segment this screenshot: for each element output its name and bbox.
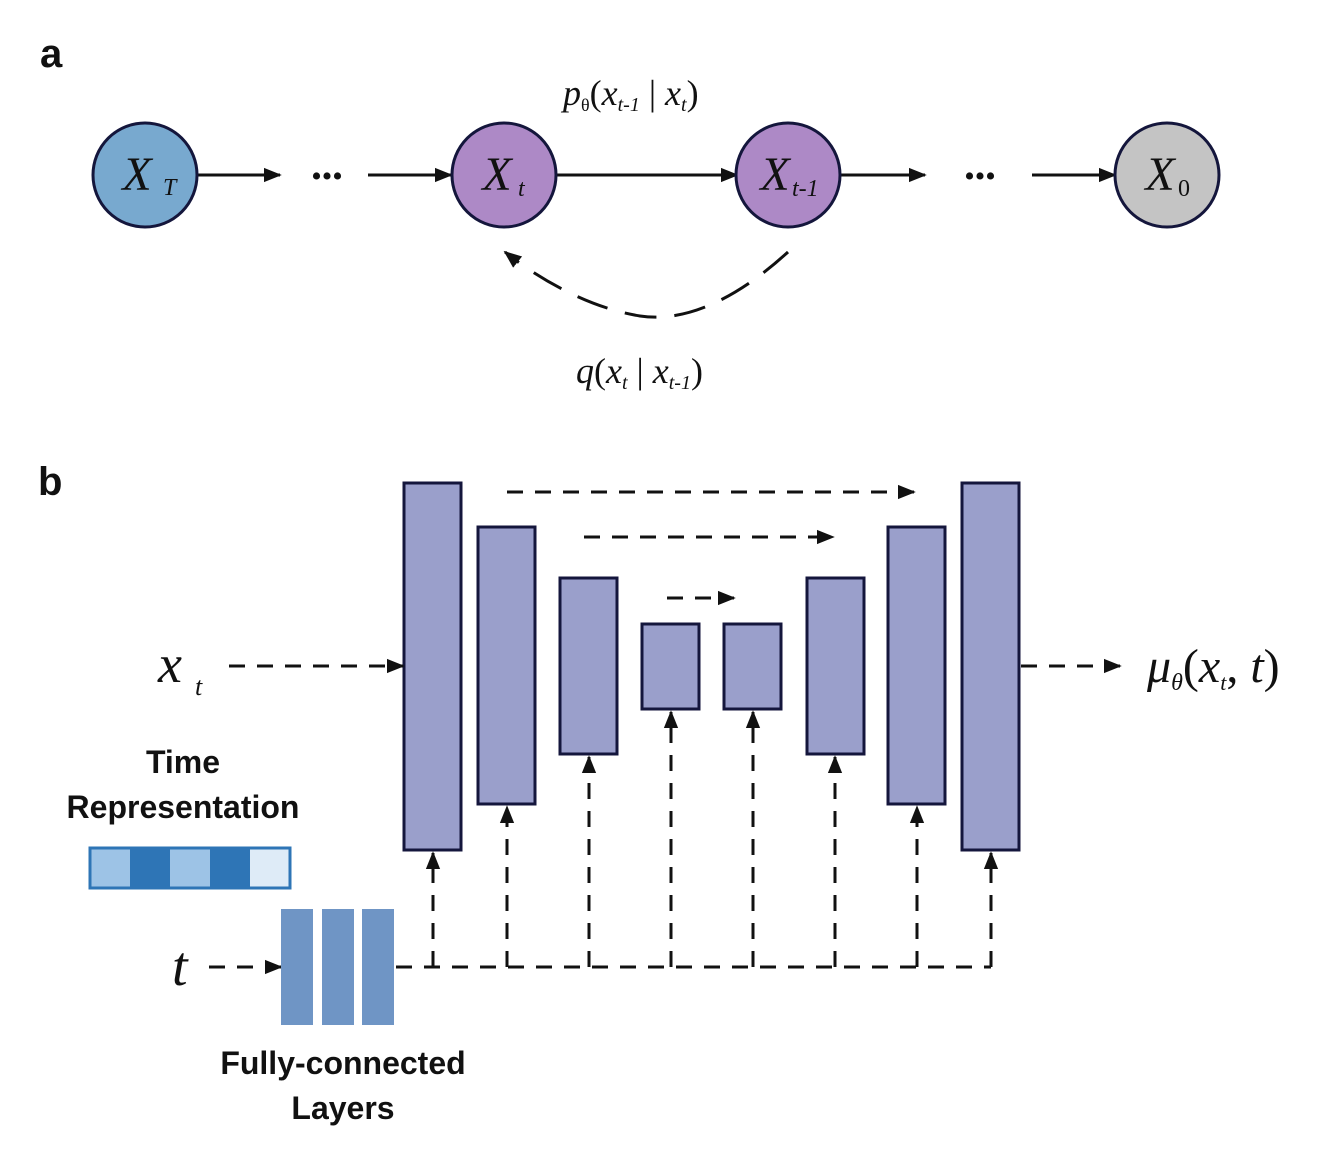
time-representation-cell <box>130 848 170 888</box>
fc-label-line1: Fully-connected <box>220 1045 465 1081</box>
node-xT: X T <box>91 121 199 229</box>
node-x0: X 0 <box>1113 121 1221 229</box>
forward-b-sub: t-1 <box>669 372 691 394</box>
input-x: x <box>157 634 182 694</box>
network-input: x t <box>157 634 405 701</box>
node-xt1-base: X <box>758 148 791 201</box>
ellipsis-left: ••• <box>311 160 343 193</box>
time-representation-cell <box>90 848 130 888</box>
panel-a-label: a <box>40 32 63 76</box>
forward-a-sub: t <box>622 372 628 394</box>
node-x0-sub: 0 <box>1178 176 1190 202</box>
reverse-b: x <box>664 73 681 113</box>
fc-layer-1 <box>281 909 313 1025</box>
decoder-block-2 <box>886 525 947 806</box>
skip-connections <box>507 484 916 606</box>
node-xt-sub: t <box>518 176 526 202</box>
output-fn: μ <box>1146 640 1171 693</box>
forward-process-arrow <box>503 250 790 319</box>
ellipsis-right: ••• <box>964 160 996 193</box>
decoder-block-1 <box>960 481 1021 852</box>
panel-b-label: b <box>38 460 62 504</box>
node-x0-circle <box>1113 121 1221 229</box>
node-xT-circle <box>91 121 199 229</box>
time-representation-cell <box>250 848 290 888</box>
output-label: μθ(xt, t) <box>1146 640 1280 696</box>
reverse-fn: p <box>560 73 581 113</box>
fc-label-line2: Layers <box>291 1090 394 1126</box>
time-representation-cell <box>170 848 210 888</box>
forward-b: x <box>652 351 669 391</box>
output-param: θ <box>1171 670 1183 696</box>
network-output: μθ(xt, t) <box>1021 640 1280 696</box>
unet-blocks <box>402 481 1021 852</box>
time-input: t <box>172 936 189 998</box>
node-xt1: X t-1 <box>734 121 842 229</box>
node-xt-circle <box>450 121 558 229</box>
time-representation-bar <box>88 846 292 890</box>
fc-layer-2 <box>322 909 354 1025</box>
output-a-sub: t <box>1220 670 1227 695</box>
time-representation-border <box>88 846 292 890</box>
node-xt: X t <box>450 121 558 229</box>
input-x-sub: t <box>195 672 203 701</box>
node-xt1-sub: t-1 <box>792 176 819 202</box>
node-xt-base: X <box>480 148 513 201</box>
encoder-block-1 <box>402 481 463 852</box>
reverse-process-label: pθ(xt-1 | xt) <box>560 73 699 116</box>
bottleneck-block-1 <box>640 622 701 711</box>
time-representation-cell <box>210 848 250 888</box>
forward-process-label: q(xt | xt-1) <box>576 351 703 394</box>
node-xt1-circle <box>734 121 842 229</box>
time-embedding-bus <box>396 710 999 969</box>
time-representation-label-line2: Representation <box>67 789 300 825</box>
reverse-a-sub: t-1 <box>618 94 640 116</box>
fully-connected-layers <box>281 909 394 1025</box>
encoder-block-3 <box>558 576 619 756</box>
node-x0-base: X <box>1143 148 1176 201</box>
node-xT-sub: T <box>163 175 178 201</box>
forward-fn: q <box>576 351 594 391</box>
time-representation-label-line1: Time <box>146 744 220 780</box>
node-xT-base: X <box>120 148 153 201</box>
reverse-b-sub: t <box>681 94 687 116</box>
bottleneck-block-2 <box>722 622 783 711</box>
decoder-block-3 <box>805 576 866 756</box>
encoder-block-2 <box>476 525 537 806</box>
output-a: x <box>1198 640 1220 693</box>
output-b: t <box>1250 640 1265 693</box>
reverse-param: θ <box>581 95 590 115</box>
reverse-a: x <box>601 73 618 113</box>
fc-layer-3 <box>362 909 394 1025</box>
forward-a: x <box>605 351 622 391</box>
